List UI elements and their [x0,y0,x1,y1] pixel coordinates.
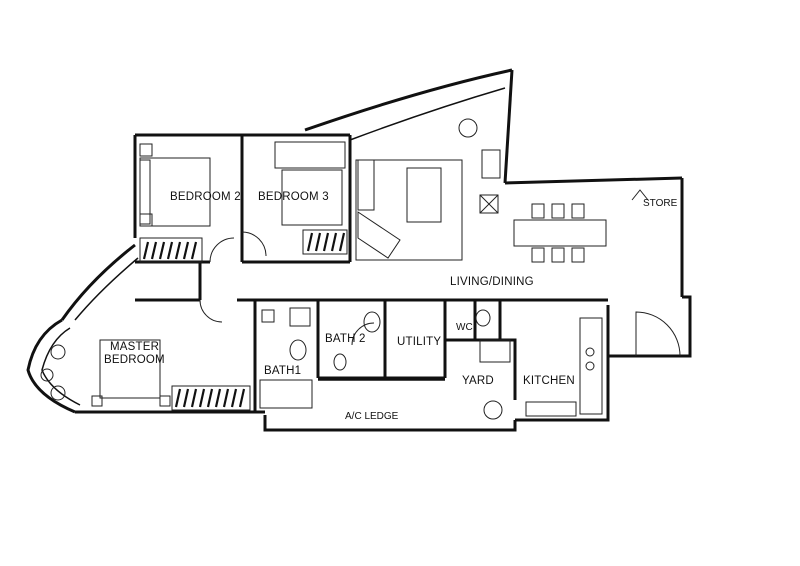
wardrobe-bedroom3 [302,229,348,255]
label-master-line2: BEDROOM [104,354,165,366]
label-wc: WC [456,322,473,333]
label-yard: YARD [462,375,494,387]
master-bed [91,339,171,407]
label-bedroom3: BEDROOM 3 [258,191,329,203]
sofa-set [355,159,463,261]
exterior-walls [26,68,692,432]
label-utility: UTILITY [397,336,441,348]
label-bedroom2: BEDROOM 2 [170,191,241,203]
label-store: STORE [643,198,678,209]
bay-chairs [40,344,66,401]
label-master-line1: MASTER [110,341,159,353]
label-kitchen: KITCHEN [523,375,575,387]
armchair-corner [458,118,501,214]
wardrobe-master [171,385,251,411]
bath-fixtures [259,307,491,409]
bed-bedroom3 [274,141,346,226]
wardrobe-bedroom2 [139,237,203,263]
label-ac-ledge: A/C LEDGE [345,411,399,422]
dining-table [513,203,607,263]
label-bath2: BATH 2 [325,333,366,345]
interior-walls [135,135,608,412]
door-swings [199,189,681,357]
label-bath1: BATH1 [264,365,301,377]
label-living-dining: LIVING/DINING [450,276,534,288]
kitchen-fixtures [479,317,603,420]
bed-bedroom2 [139,143,211,227]
